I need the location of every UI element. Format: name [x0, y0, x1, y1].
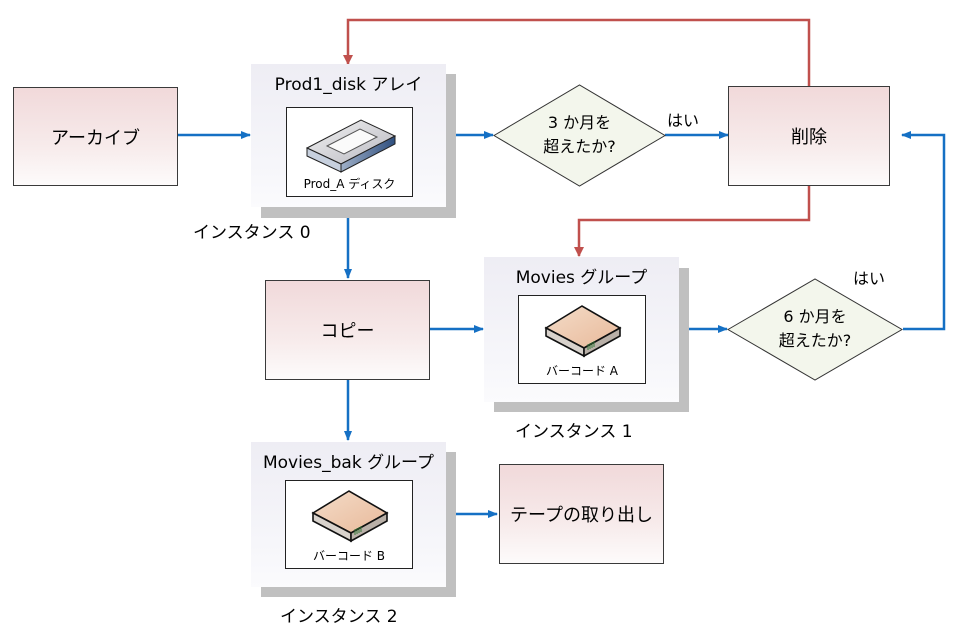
device-barcode-a[interactable]: バーコード A — [518, 295, 646, 384]
group-movies-bak-title: Movies_bak グループ — [262, 453, 435, 473]
process-copy-label: コピー — [320, 321, 375, 342]
yes-label-6-months: はい — [853, 269, 886, 288]
disk-array-icon — [305, 119, 397, 173]
process-archive[interactable]: アーカイブ — [13, 87, 178, 186]
decision-6-line2: 超えたか? — [778, 331, 852, 350]
device-barcode-b[interactable]: バーコード B — [285, 480, 413, 569]
decision-3-line1: 3 か月を — [547, 113, 612, 132]
arrow-delete-to-movies — [574, 186, 811, 257]
group-movies[interactable]: Movies グループ バーコード A — [484, 257, 679, 402]
caption-instance-0: インスタンス 0 — [193, 223, 311, 243]
process-eject-tape-label: テープの取り出し — [510, 505, 653, 526]
decision-3-line2: 超えたか? — [543, 137, 616, 156]
arrow-decision6-to-delete — [901, 131, 946, 331]
tape-drive-icon — [311, 490, 389, 543]
group-prod1[interactable]: Prod1_disk アレイ Prod_A ディスク — [251, 64, 446, 207]
caption-instance-2: インスタンス 2 — [280, 607, 398, 627]
yes-label-3-months: はい — [667, 111, 700, 130]
decision-6-line1: 6 か月を — [783, 307, 847, 326]
process-delete[interactable]: 削除 — [728, 86, 890, 186]
process-delete-label: 削除 — [791, 127, 827, 148]
decision-3-months-label: 3 か月を 超えたか? — [493, 111, 666, 159]
tape-drive-icon — [544, 305, 622, 358]
group-prod1-title: Prod1_disk アレイ — [274, 75, 423, 95]
decision-6-months-label: 6 か月を 超えたか? — [727, 305, 903, 353]
arrow-delete-to-prod1 — [343, 18, 811, 86]
device-prod-a[interactable]: Prod_A ディスク — [286, 107, 413, 197]
decision-6-months[interactable] — [727, 278, 903, 381]
caption-instance-1: インスタンス 1 — [515, 422, 633, 442]
group-movies-bak[interactable]: Movies_bak グループ バーコード B — [251, 442, 446, 587]
process-eject-tape[interactable]: テープの取り出し — [499, 464, 664, 564]
device-barcode-b-label: バーコード B — [312, 549, 386, 563]
device-prod-a-label: Prod_A ディスク — [303, 177, 396, 191]
decision-3-months[interactable] — [493, 84, 666, 187]
process-archive-label: アーカイブ — [51, 127, 140, 149]
device-barcode-a-label: バーコード A — [545, 364, 619, 378]
process-copy[interactable]: コピー — [265, 280, 430, 380]
group-movies-title: Movies グループ — [515, 268, 648, 288]
